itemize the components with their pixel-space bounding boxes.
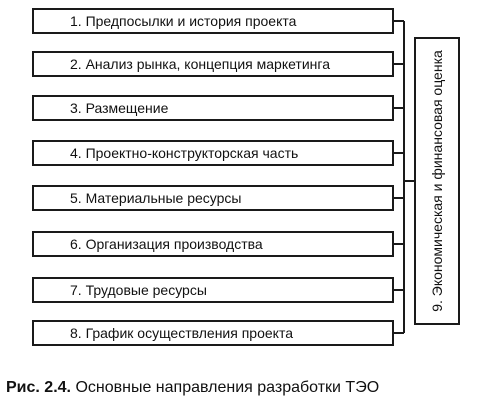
step-label-3: 3. Размещение <box>70 100 169 116</box>
step-label-7: 7. Трудовые ресурсы <box>70 282 207 298</box>
figure-number: Рис. 2.4. <box>6 379 71 396</box>
step-box-7: 7. Трудовые ресурсы <box>32 277 394 303</box>
step-box-8: 8. График осуществления проекта <box>32 320 394 346</box>
figure-caption: Рис. 2.4. Основные направления разработк… <box>6 379 379 397</box>
step-box-6: 6. Организация производства <box>32 231 394 257</box>
step-box-3: 3. Размещение <box>32 95 394 121</box>
step-label-5: 5. Материальные ресурсы <box>70 190 242 206</box>
step-box-2: 2. Анализ рынка, концепция маркетинга <box>32 51 394 77</box>
step-label-8: 8. График осуществления проекта <box>70 325 293 341</box>
step-label-1: 1. Предпосылки и история проекта <box>70 13 297 29</box>
economic-financial-assessment-box: 9. Экономическая и финансовая оценка <box>414 37 460 325</box>
step-label-2: 2. Анализ рынка, концепция маркетинга <box>70 56 330 72</box>
figure-caption-text: Основные направления разработки ТЭО <box>75 379 380 396</box>
step-box-4: 4. Проектно-конструкторская часть <box>32 140 394 166</box>
step-box-5: 5. Материальные ресурсы <box>32 185 394 211</box>
step-label-4: 4. Проектно-конструкторская часть <box>70 145 299 161</box>
step-label-6: 6. Организация производства <box>70 236 263 252</box>
side-box-label: 9. Экономическая и финансовая оценка <box>429 50 445 312</box>
step-box-1: 1. Предпосылки и история проекта <box>32 8 394 34</box>
